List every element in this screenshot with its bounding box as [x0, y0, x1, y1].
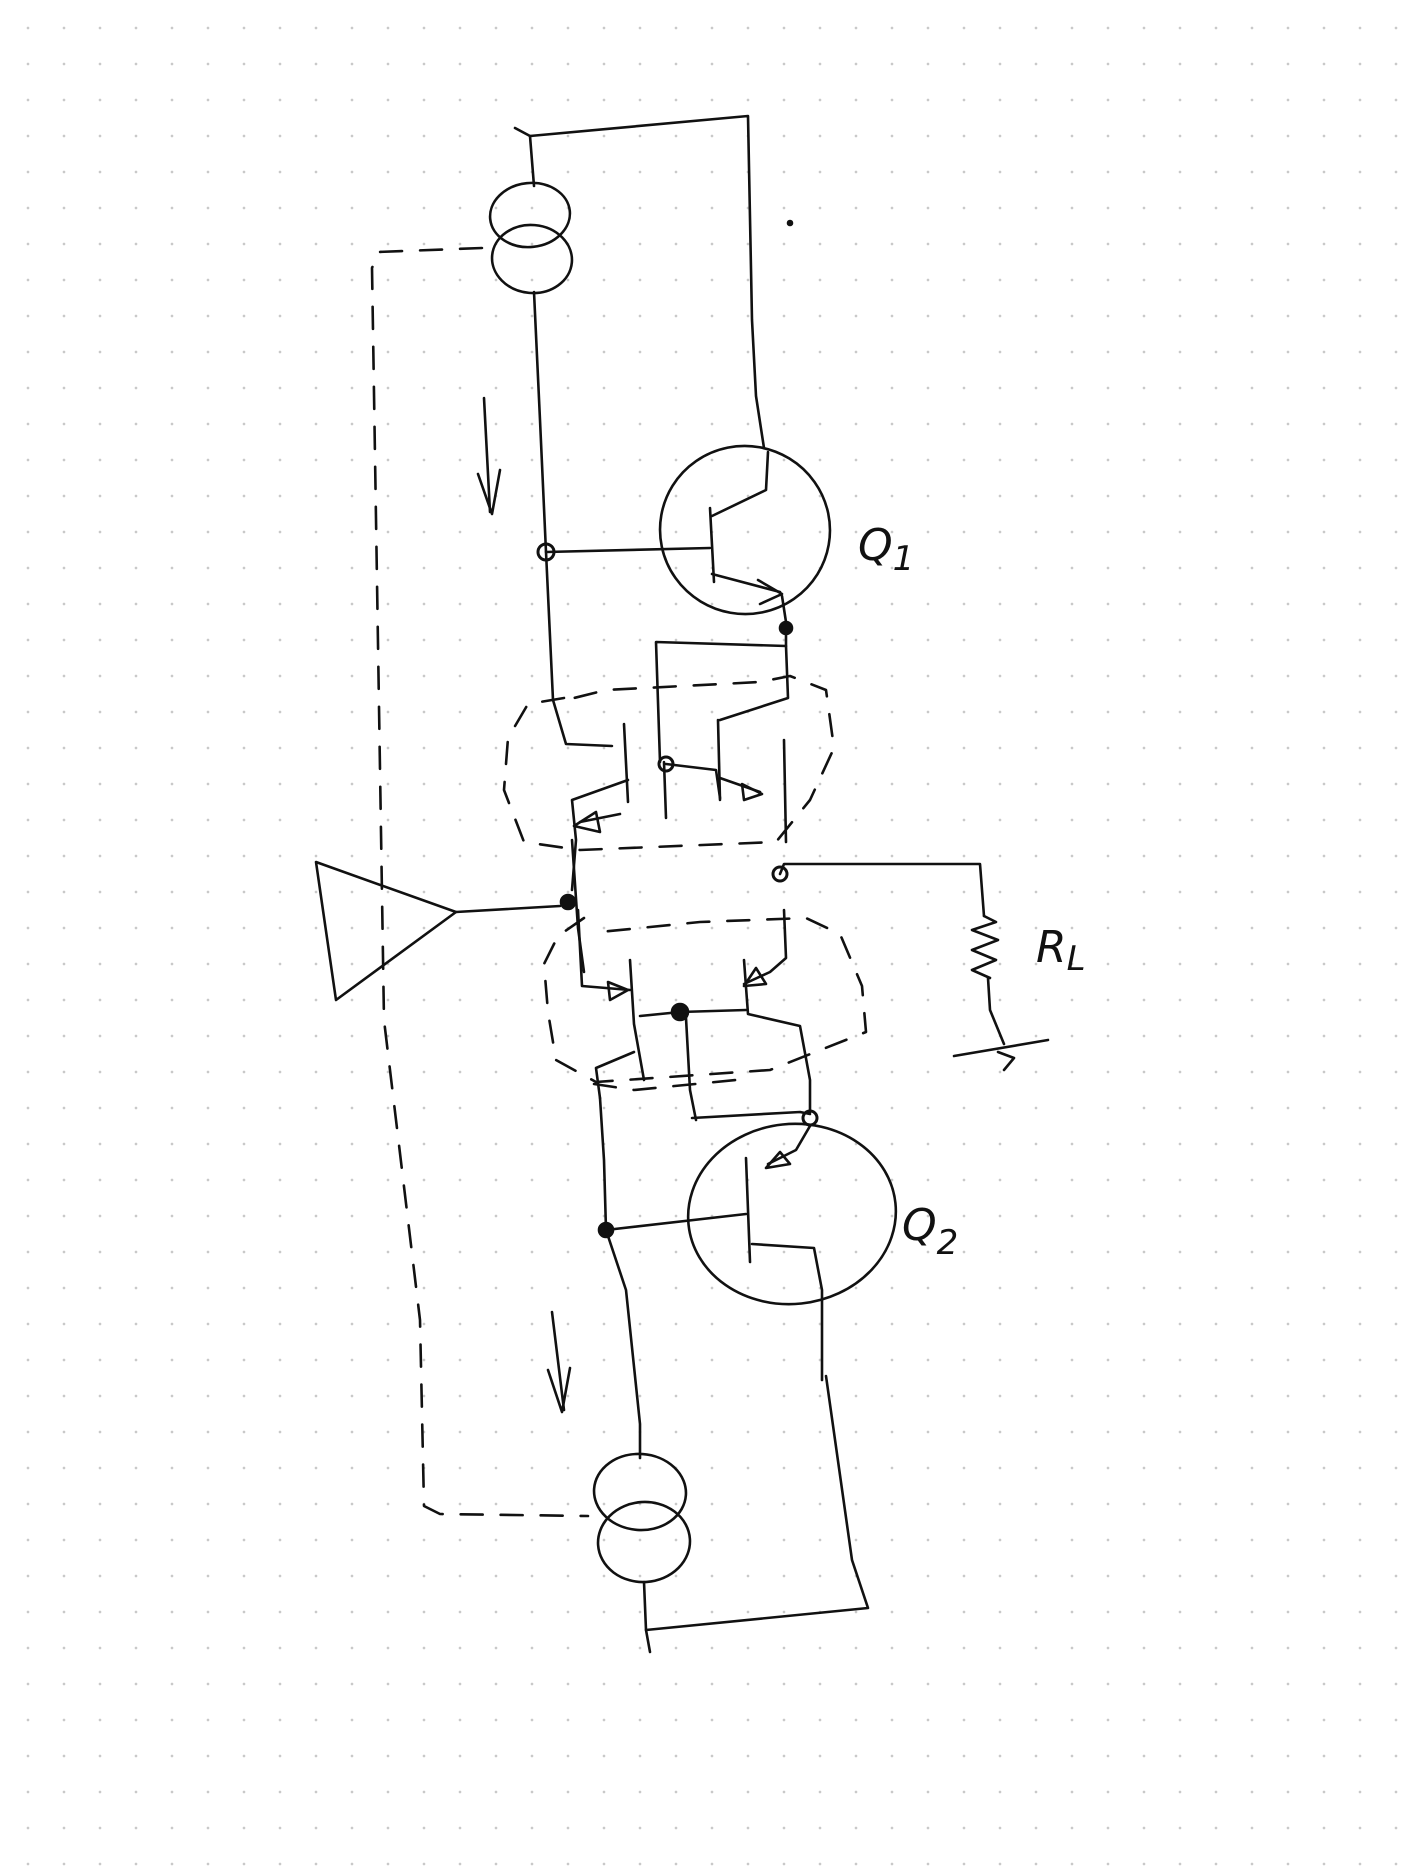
q1-label: Q1: [858, 520, 914, 579]
bottom-current-source: [592, 1452, 692, 1584]
transistor-q1: [536, 444, 832, 636]
lower-device-pair: [542, 908, 868, 1122]
mid-cross-lines: [570, 738, 788, 974]
left-lower-wire: [598, 1096, 642, 1460]
left-upper-wire: [532, 290, 614, 748]
upper-device-pair: [502, 628, 836, 892]
dashed-control-loop: [370, 246, 590, 1518]
output-node: [771, 865, 789, 883]
q2-label: Q2: [902, 1200, 958, 1263]
rl-label: RL: [1036, 922, 1086, 979]
load-resistor: [771, 862, 1050, 1072]
input-node: [559, 893, 577, 911]
current-arrow-upper: [476, 396, 502, 516]
stray-mark: [786, 219, 794, 227]
current-arrow-lower: [546, 1310, 572, 1414]
bottom-rail-wire: [642, 1374, 870, 1654]
top-rail-wire: [513, 114, 766, 450]
top-current-source: [488, 181, 574, 295]
input-driver-triangle: [314, 860, 577, 1002]
transistor-q2: [597, 1109, 898, 1382]
